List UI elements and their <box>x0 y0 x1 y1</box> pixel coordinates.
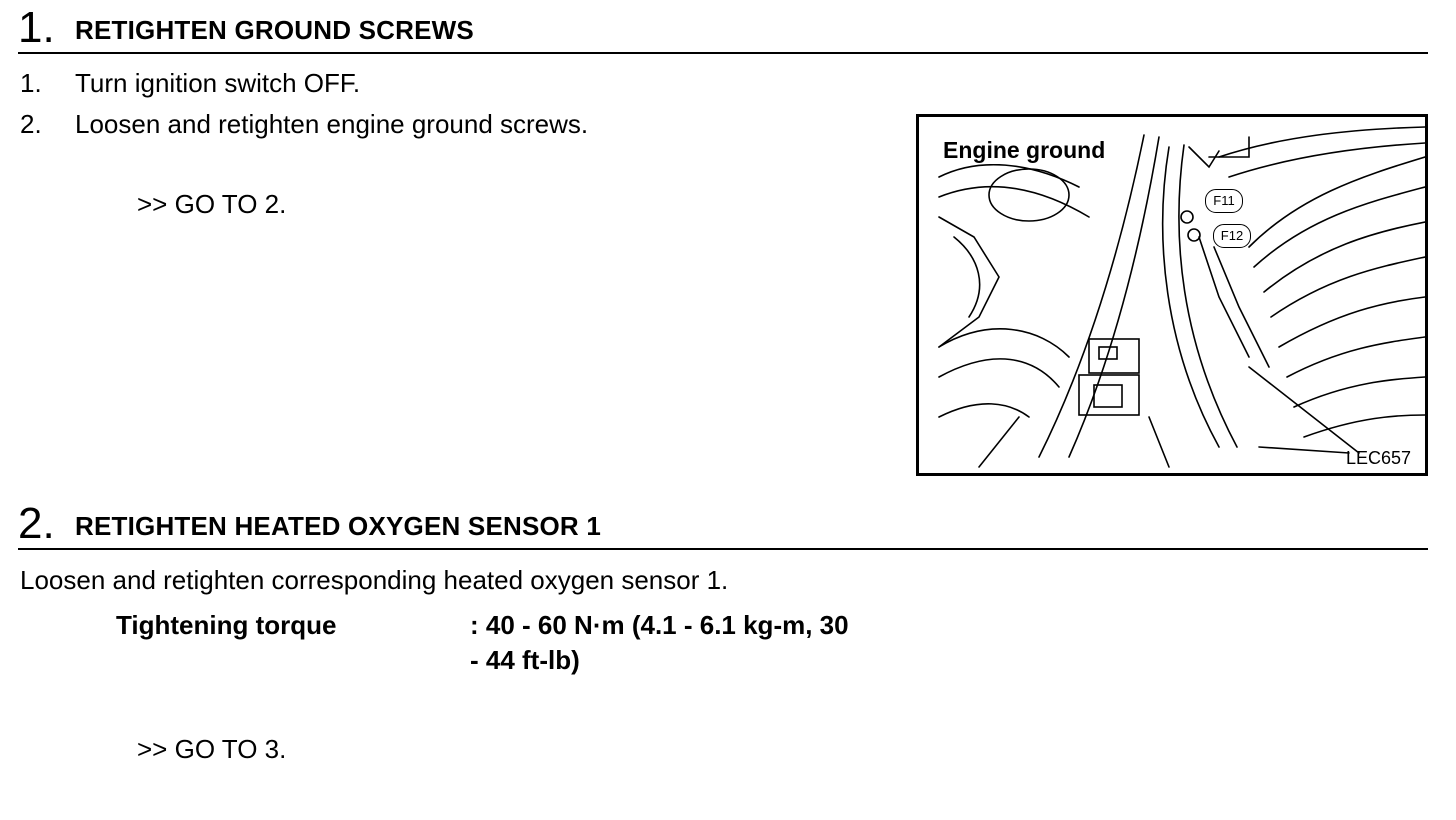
step-number: 1. <box>20 68 42 98</box>
engine-ground-figure: Engine ground F11 F12 LEC657 <box>916 114 1428 476</box>
step-item: 1. Turn ignition switch OFF. <box>20 66 588 107</box>
goto-step-3: >> GO TO 3. <box>137 734 287 764</box>
section-1-title: RETIGHTEN GROUND SCREWS <box>75 15 474 45</box>
connector-f11-tag: F11 <box>1205 189 1243 213</box>
goto-step-2: >> GO TO 2. <box>137 189 287 219</box>
connector-f12-tag: F12 <box>1213 224 1251 248</box>
figure-code: LEC657 <box>1345 448 1411 468</box>
step-number: 2. <box>20 109 42 139</box>
section-1-heading: 1. RETIGHTEN GROUND SCREWS <box>18 3 1428 54</box>
step-text: Loosen and retighten engine ground screw… <box>75 109 589 139</box>
section-2-heading: 2. RETIGHTEN HEATED OXYGEN SENSOR 1 <box>18 499 1428 550</box>
section-2-description: Loosen and retighten corresponding heate… <box>20 565 729 595</box>
tightening-torque-value: : 40 - 60 N·m (4.1 - 6.1 kg-m, 30 - 44 f… <box>470 610 849 675</box>
section-2-number: 2. <box>18 499 55 548</box>
section-1-number: 1. <box>18 3 55 52</box>
step-item: 2. Loosen and retighten engine ground scr… <box>20 107 588 148</box>
engine-line-drawing <box>938 126 1425 468</box>
step-text: Turn ignition switch OFF. <box>75 68 361 98</box>
engine-ground-label: Engine ground <box>941 137 1108 164</box>
section-1-steps: 1. Turn ignition switch OFF. 2. Loosen and… <box>20 66 588 148</box>
tightening-torque-label: Tightening torque <box>116 610 337 640</box>
section-2-title: RETIGHTEN HEATED OXYGEN SENSOR 1 <box>75 511 601 541</box>
